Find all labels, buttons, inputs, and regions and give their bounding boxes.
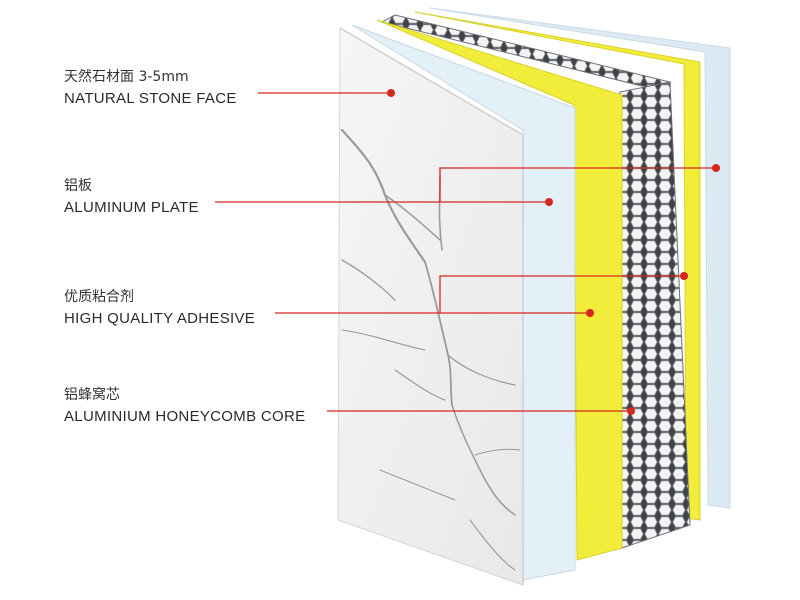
label-cn-aluminum: 铝板 bbox=[64, 178, 92, 194]
pointer-lines bbox=[215, 92, 715, 412]
pointer-dot-adhesive bbox=[586, 309, 594, 317]
stone-edge bbox=[339, 27, 524, 585]
label-cn-adhesive: 优质粘合剂 bbox=[64, 289, 134, 305]
label-high-quality-adhesive: 优质粘合剂 HIGH QUALITY ADHESIVE bbox=[64, 286, 255, 330]
back-aluminum-plate bbox=[429, 7, 731, 509]
label-aluminum-plate: 铝板 ALUMINUM PLATE bbox=[64, 175, 199, 219]
pointer-dot-honeycomb bbox=[627, 407, 635, 415]
label-cn-stone: 天然石材面 3-5mm bbox=[64, 69, 189, 85]
pointer-line-aluminum-back bbox=[439, 167, 715, 202]
pointer-dots bbox=[387, 89, 720, 415]
pointer-dot-aluminum-back bbox=[712, 164, 720, 172]
pointer-line-adhesive-back bbox=[439, 275, 684, 313]
honeycomb-core bbox=[619, 81, 691, 549]
back-adhesive-layer bbox=[414, 11, 701, 521]
pointer-dot-stone bbox=[387, 89, 395, 97]
label-cn-honeycomb: 铝蜂窝芯 bbox=[64, 387, 120, 403]
label-en-aluminum: ALUMINUM PLATE bbox=[64, 199, 199, 216]
front-adhesive-layer bbox=[376, 19, 623, 561]
front-aluminum-plate bbox=[351, 24, 576, 581]
label-en-honeycomb: ALUMINIUM HONEYCOMB CORE bbox=[64, 408, 306, 425]
marble-veins bbox=[340, 128, 521, 571]
label-en-stone: NATURAL STONE FACE bbox=[64, 90, 237, 107]
label-natural-stone-face: 天然石材面 3-5mm NATURAL STONE FACE bbox=[64, 66, 237, 110]
pointer-dot-adhesive-back bbox=[680, 272, 688, 280]
label-en-adhesive: HIGH QUALITY ADHESIVE bbox=[64, 310, 256, 327]
pointer-dot-aluminum bbox=[545, 198, 553, 206]
label-aluminium-honeycomb-core: 铝蜂窝芯 ALUMINIUM HONEYCOMB CORE bbox=[64, 384, 305, 428]
